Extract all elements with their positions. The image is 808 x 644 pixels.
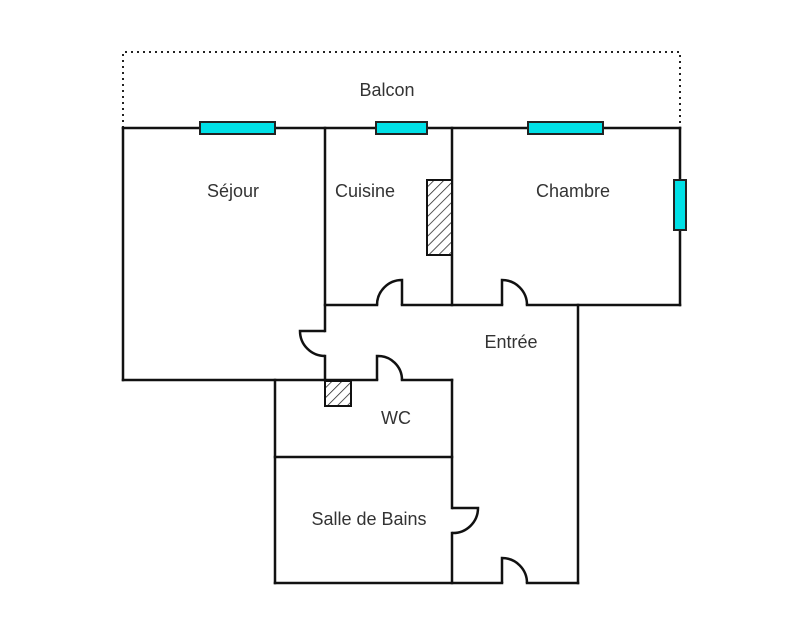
door-entree[interactable] [500,556,529,584]
window-sejour [199,121,276,135]
room-label-entree: Entrée [484,332,537,352]
room-label-balcon: Balcon [359,80,414,100]
room-label-salle-de-bains: Salle de Bains [311,509,426,529]
room-label-sejour: Séjour [207,181,259,201]
wc-duct [324,380,352,407]
door-sejour[interactable] [298,329,326,358]
room-label-wc: WC [381,408,411,428]
door-wc[interactable] [375,354,404,381]
window-cuisine [375,121,428,135]
balcony-outline [122,51,681,128]
window-chambre-side [673,179,687,231]
door-chambre[interactable] [500,278,529,306]
room-label-chambre: Chambre [536,181,610,201]
door-cuisine[interactable] [375,278,404,306]
chimney-duct [426,179,453,256]
room-label-cuisine: Cuisine [335,181,395,201]
door-salle-de-bains[interactable] [451,506,480,535]
window-chambre [527,121,604,135]
